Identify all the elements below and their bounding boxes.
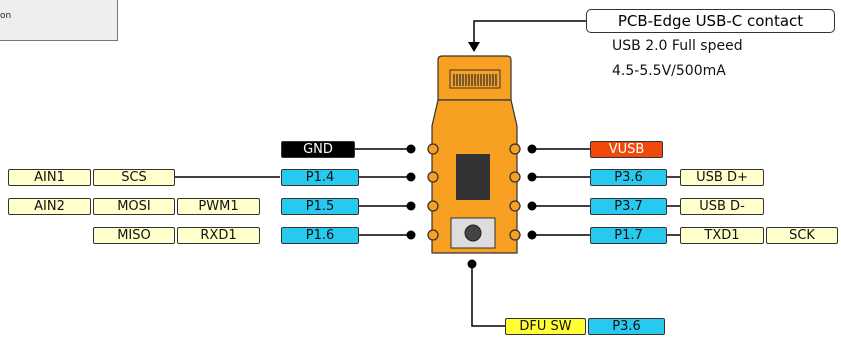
usb-spec-line1: USB 2.0 Full speed bbox=[612, 38, 743, 54]
mosi-label: MOSI bbox=[93, 198, 175, 215]
usb-dminus-label: USB D- bbox=[680, 198, 764, 215]
vusb-label: VUSB bbox=[590, 141, 663, 158]
miso-label: MISO bbox=[93, 227, 175, 244]
port-p1-7: P1.7 bbox=[590, 227, 667, 244]
port-p3-7: P3.7 bbox=[590, 198, 667, 215]
junction-dots bbox=[406, 144, 537, 269]
port-p3-6: P3.6 bbox=[590, 169, 667, 186]
port-p1-5: P1.5 bbox=[281, 198, 359, 215]
ain1-label: AIN1 bbox=[8, 169, 91, 186]
rxd1-label: RXD1 bbox=[177, 227, 260, 244]
port-p1-6: P1.6 bbox=[281, 227, 359, 244]
dfu-sw-label: DFU SW bbox=[505, 318, 586, 335]
port-p1-4: P1.4 bbox=[281, 169, 359, 186]
pwm1-label: PWM1 bbox=[177, 198, 260, 215]
corner-note-text: on bbox=[0, 11, 12, 21]
gnd-label: GND bbox=[281, 141, 355, 158]
arrow-head bbox=[468, 42, 480, 52]
pin-pads bbox=[427, 143, 521, 241]
corner-note: on bbox=[0, 0, 118, 41]
mcu-chip bbox=[456, 154, 490, 200]
usb-spec-line2: 4.5-5.5V/500mA bbox=[612, 63, 726, 79]
dfu-button-cap bbox=[464, 224, 482, 242]
usb-dplus-label: USB D+ bbox=[680, 169, 764, 186]
usb-c-connector bbox=[437, 55, 512, 101]
usb-contact-title: PCB-Edge USB-C contact bbox=[586, 9, 835, 33]
sck-label: SCK bbox=[766, 227, 838, 244]
connection-lines bbox=[175, 20, 680, 327]
scs-label: SCS bbox=[93, 169, 175, 186]
txd1-label: TXD1 bbox=[680, 227, 764, 244]
ain2-label: AIN2 bbox=[8, 198, 91, 215]
port-p3-6-dfu: P3.6 bbox=[588, 318, 665, 335]
